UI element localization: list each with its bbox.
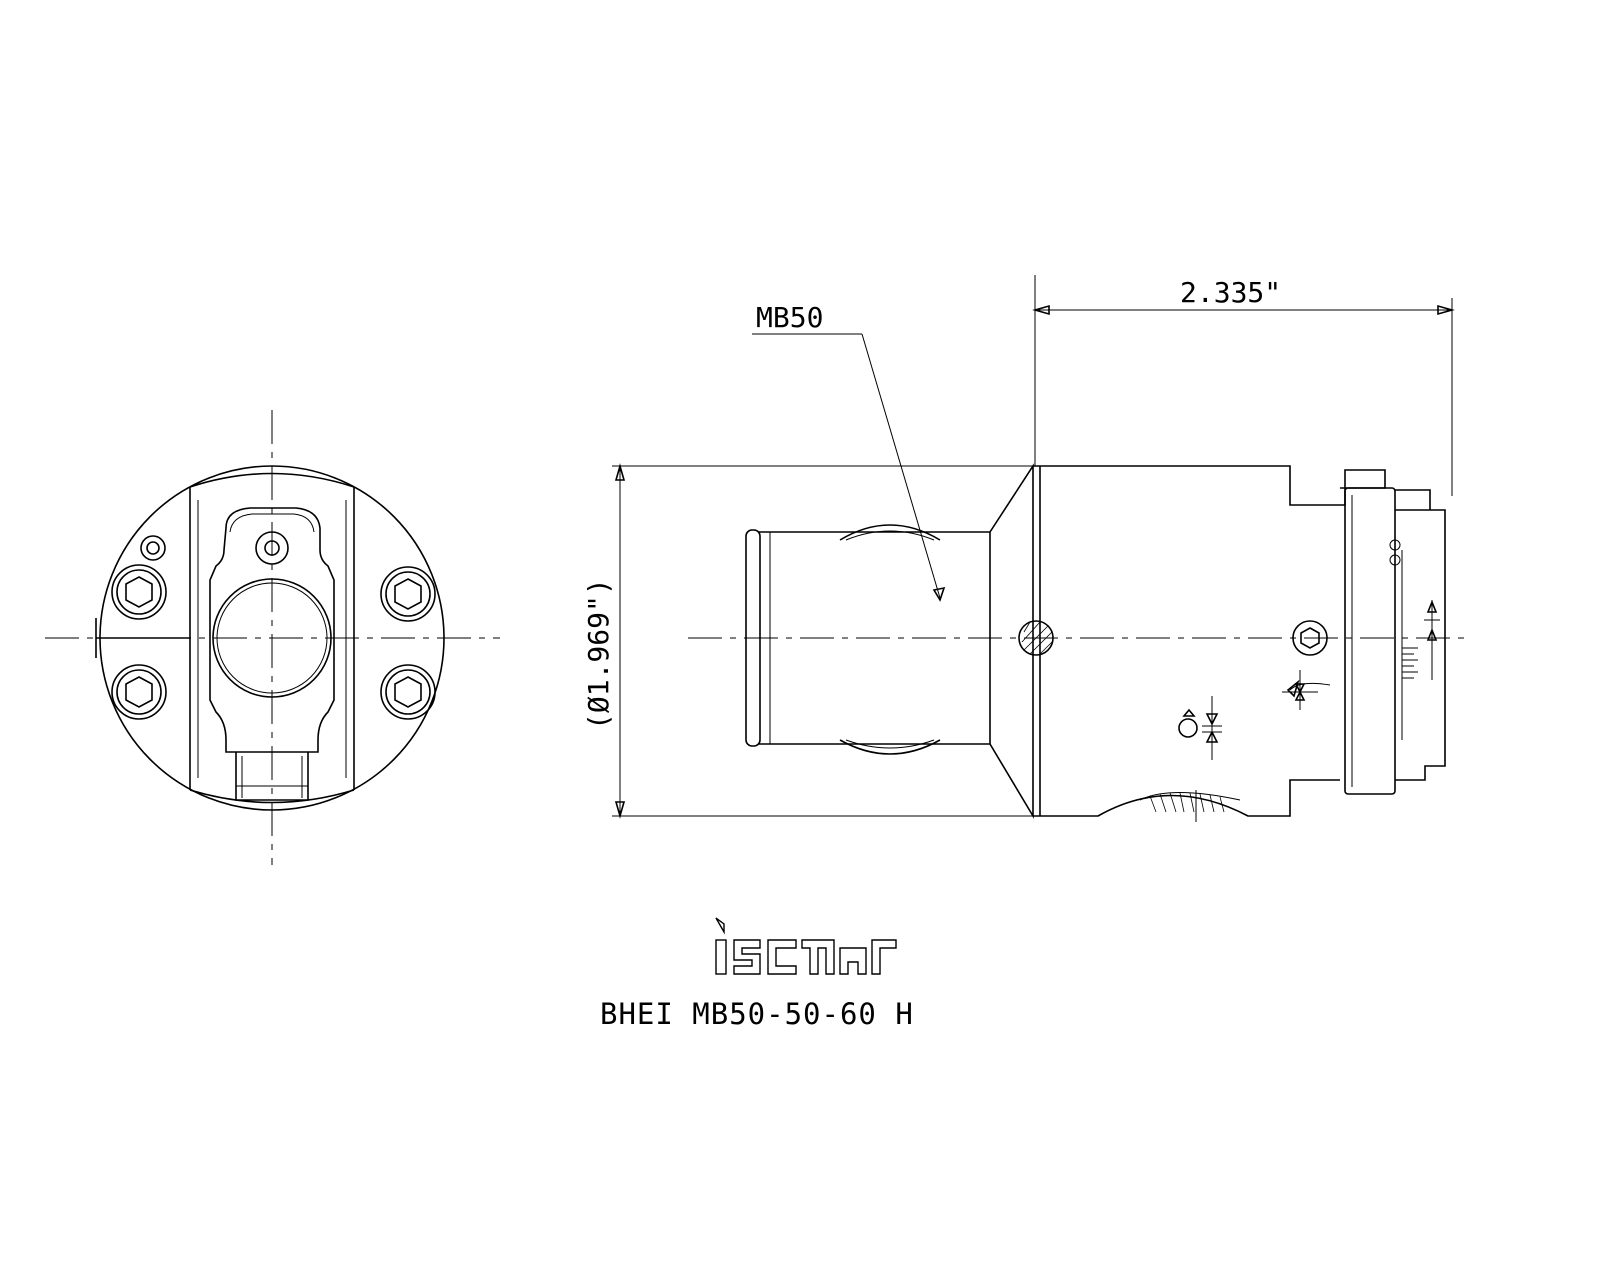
shank-front-lip bbox=[745, 529, 761, 747]
screw-bottom-left bbox=[111, 664, 167, 720]
cartridge-slide bbox=[1344, 487, 1396, 795]
front-bottom-slot bbox=[235, 752, 309, 801]
front-top-hole bbox=[255, 531, 289, 565]
screw-top-left bbox=[111, 564, 167, 620]
adjust-direction-icon bbox=[1424, 599, 1440, 680]
iscar-logo: iscar bbox=[715, 917, 897, 975]
front-center-bore bbox=[212, 578, 332, 698]
front-inner-profile bbox=[209, 507, 335, 753]
vernier-scale bbox=[1402, 647, 1418, 679]
body-screw bbox=[1292, 620, 1328, 656]
locating-pin bbox=[1018, 620, 1054, 656]
shank-top-groove bbox=[839, 524, 941, 541]
taper-cone bbox=[989, 463, 1034, 819]
body-outline bbox=[1033, 465, 1386, 506]
side-view: (Ø1.969") 2.335" MB50 bbox=[582, 275, 1465, 822]
shank-bottom-groove bbox=[839, 739, 941, 755]
front-small-hole bbox=[140, 535, 166, 561]
screw-bottom-right bbox=[380, 664, 436, 720]
length-dimension-text: 2.335" bbox=[1180, 276, 1281, 309]
adjust-nut bbox=[1139, 792, 1241, 801]
screw-top-right bbox=[380, 566, 436, 622]
micro-adjust-icon bbox=[1178, 696, 1222, 760]
front-view bbox=[45, 410, 500, 865]
diameter-adjust-icon bbox=[1282, 670, 1318, 710]
part-number: BHEI MB50-50-60 H bbox=[600, 997, 914, 1031]
callout-leader bbox=[861, 333, 941, 599]
callout-label: MB50 bbox=[756, 301, 823, 334]
diameter-dimension-text: (Ø1.969") bbox=[582, 578, 615, 730]
